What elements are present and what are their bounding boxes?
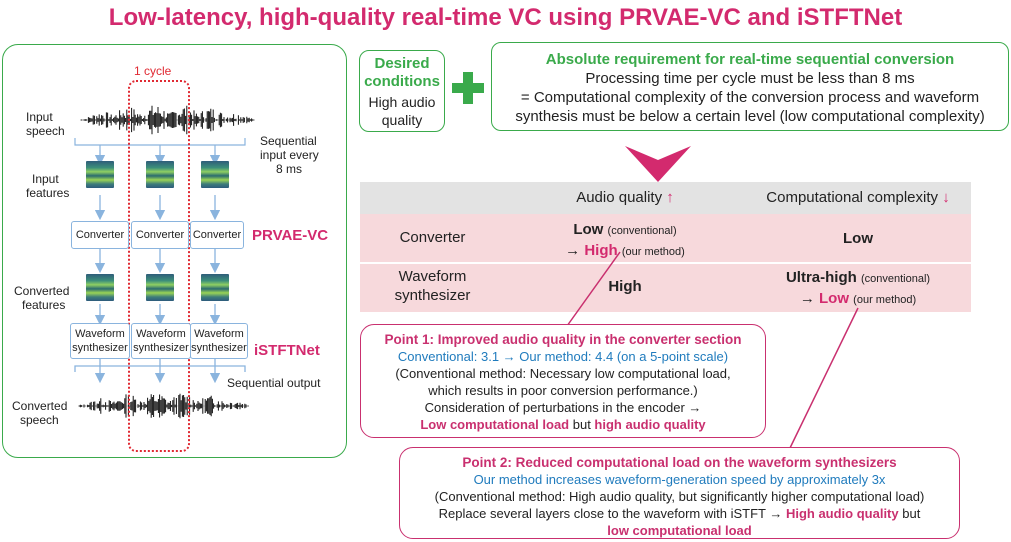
requirement-title: Absolute requirement for real-time seque… [545,51,955,68]
converted-feature-spectrogram [201,274,229,301]
requirement-line1: Processing time per cycle must be less t… [585,70,915,87]
table-header [360,182,971,214]
input-feature-spectrogram [86,161,114,188]
point2-box: Point 2: Reduced computational load on t… [399,447,960,539]
cycle-label: 1 cycle [134,64,172,78]
point1-box: Point 1: Improved audio quality in the c… [360,324,766,438]
prvae-label: PRVAE-VC [252,227,329,244]
pipeline-graphics [74,105,255,419]
requirement-box: Absolute requirement for real-time seque… [491,42,1009,131]
point1-scores: Conventional: 3.1 → Our method: 4.4 (on … [397,349,729,364]
row-synth-complexity: Ultra-high (conventional) → Low (our met… [785,269,931,307]
requirement-line3: synthesis must be below a certain level … [515,108,985,125]
converter-box: Converter [190,221,244,249]
input-waveform [80,105,255,135]
output-waveform [78,393,249,419]
row-converter-quality: Low (conventional) → High (our method) [565,221,685,259]
plus-icon [452,72,484,104]
row-converter-complexity: Low [843,230,873,247]
converter-box: Converter [71,221,129,249]
converted-feature-spectrogram [86,274,114,301]
col-audio-quality: Audio quality ↑ [576,189,674,206]
requirement-line2: = Computational complexity of the conver… [520,89,980,106]
page-title: Low-latency, high-quality real-time VC u… [108,4,903,31]
istftnet-label: iSTFTNet [254,342,320,359]
row-synth-quality: High [608,278,642,295]
point2-title: Point 2: Reduced computational load on t… [462,455,897,470]
sequential-output-label: Sequential output [227,376,321,390]
pipeline-panel [2,44,347,458]
converted-feature-spectrogram [146,274,174,301]
row-converter-label: Converter [399,229,466,246]
col-computational-complexity: Computational complexity ↓ [766,189,950,206]
point1-title: Point 1: Improved audio quality in the c… [384,332,742,347]
input-feature-spectrogram [201,161,229,188]
cycle-highlight [128,80,190,452]
converter-box: Converter [131,221,189,249]
point2-speed: Our method increases waveform-generation… [473,472,886,487]
down-arrow-icon [625,146,691,182]
input-feature-spectrogram [146,161,174,188]
